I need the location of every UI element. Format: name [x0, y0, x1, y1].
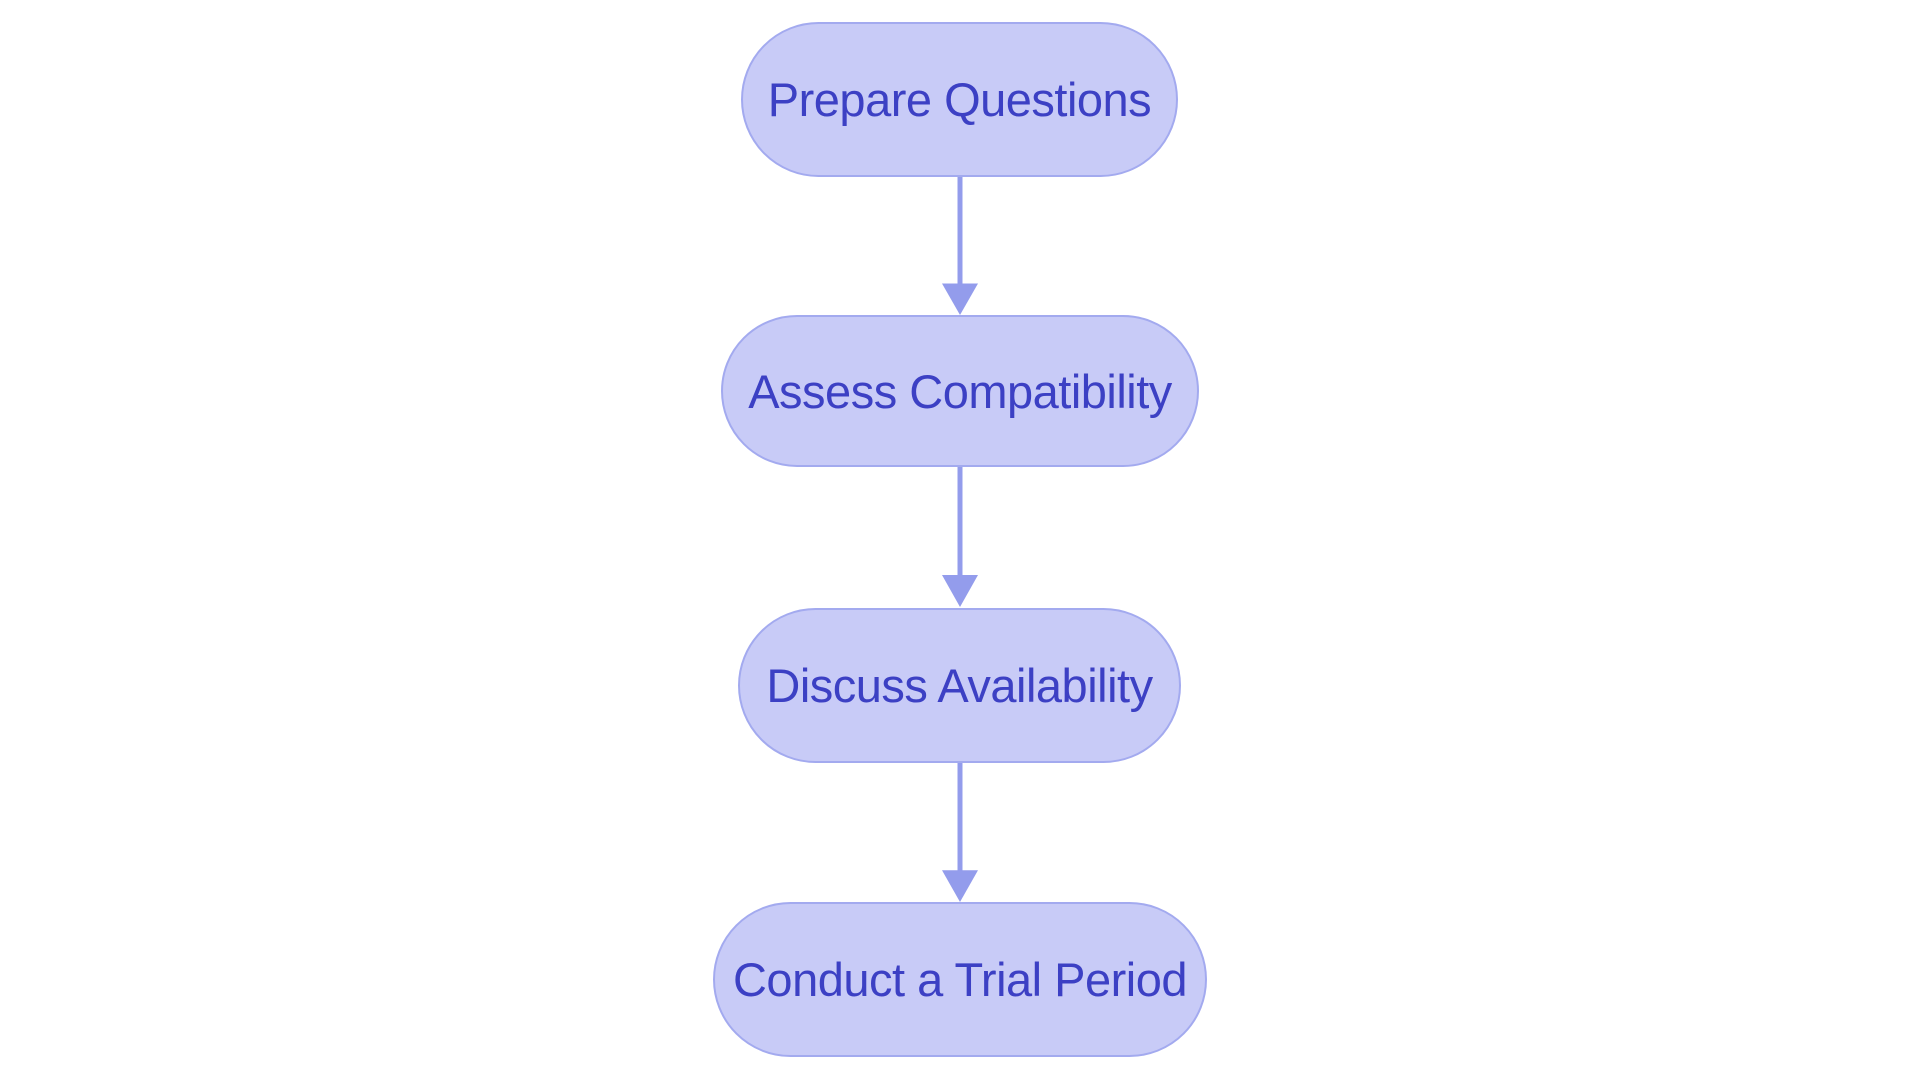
flow-node-label: Assess Compatibility	[748, 364, 1172, 418]
arrow-down-icon	[942, 177, 978, 315]
flow-connector-3	[940, 763, 980, 902]
flow-node-discuss-availability: Discuss Availability	[738, 608, 1181, 763]
flow-node-label: Prepare Questions	[767, 73, 1152, 126]
arrow-down-icon	[942, 763, 978, 902]
flow-connector-2	[940, 467, 980, 607]
flow-node-prepare-questions: Prepare Questions	[741, 22, 1178, 177]
flow-node-conduct-trial-period: Conduct a Trial Period	[713, 902, 1207, 1057]
flow-connector-1	[940, 177, 980, 315]
flow-node-assess-compatibility: Assess Compatibility	[721, 315, 1199, 467]
arrow-down-icon	[942, 467, 978, 607]
flow-node-label: Conduct a Trial Period	[732, 953, 1188, 1006]
flow-node-label: Discuss Availability	[766, 659, 1153, 712]
